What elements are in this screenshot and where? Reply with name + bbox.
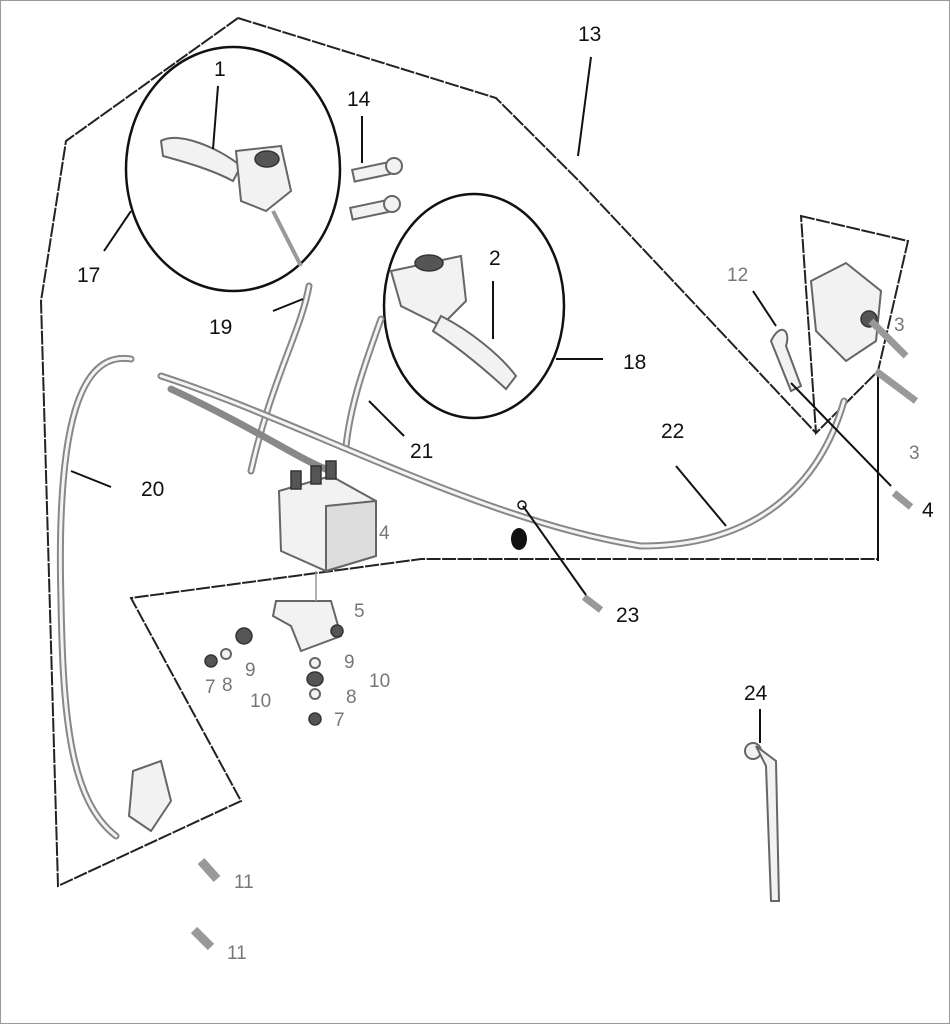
- label-23: 23: [616, 604, 639, 627]
- part-labels: 1 2 3 3 4 4 5 7 8 9 10 9 10 8 7 11 11 12…: [77, 23, 934, 964]
- main-boundary: [39, 17, 879, 888]
- label-11a: 11: [234, 872, 254, 893]
- rear-caliper: [127, 759, 173, 833]
- detail-circle-17: [124, 45, 342, 293]
- front-caliper: [809, 261, 883, 363]
- label-10b: 10: [369, 671, 390, 692]
- label-3b: 3: [909, 443, 920, 464]
- label-12: 12: [727, 265, 748, 286]
- label-2: 2: [489, 247, 501, 270]
- bracket: [271, 600, 343, 653]
- label-7a: 7: [205, 677, 216, 698]
- master-cylinder-right: [389, 254, 518, 391]
- label-14: 14: [347, 88, 371, 111]
- brake-hoses: [56, 282, 848, 840]
- master-cylinder-left: [159, 136, 303, 267]
- label-21: 21: [410, 440, 433, 463]
- label-20: 20: [141, 478, 164, 501]
- front-boundary: [237, 17, 817, 434]
- bolts-14: [348, 157, 403, 221]
- label-7b: 7: [334, 710, 345, 731]
- label-4-abs: 4: [379, 523, 390, 544]
- label-8b: 8: [346, 687, 357, 708]
- label-17: 17: [77, 264, 100, 287]
- label-4-bolt: 4: [922, 499, 934, 522]
- grommet: [511, 528, 527, 550]
- label-5: 5: [354, 601, 365, 622]
- label-3a: 3: [894, 315, 905, 336]
- abs-unit: [277, 460, 377, 573]
- hardware-stack: [204, 624, 344, 726]
- detail-circle-18: [382, 192, 566, 420]
- label-9b: 9: [344, 652, 355, 673]
- label-18: 18: [623, 351, 646, 374]
- label-24: 24: [744, 682, 768, 705]
- label-10a: 10: [250, 691, 271, 712]
- cable-tie: [744, 742, 781, 902]
- label-1: 1: [214, 58, 226, 81]
- label-13: 13: [578, 23, 601, 46]
- label-9a: 9: [245, 660, 256, 681]
- leader-lines: [70, 56, 892, 743]
- label-22: 22: [661, 420, 684, 443]
- label-19: 19: [209, 316, 232, 339]
- label-11b: 11: [227, 943, 247, 964]
- hose-clip: [769, 328, 803, 393]
- label-8a: 8: [222, 675, 233, 696]
